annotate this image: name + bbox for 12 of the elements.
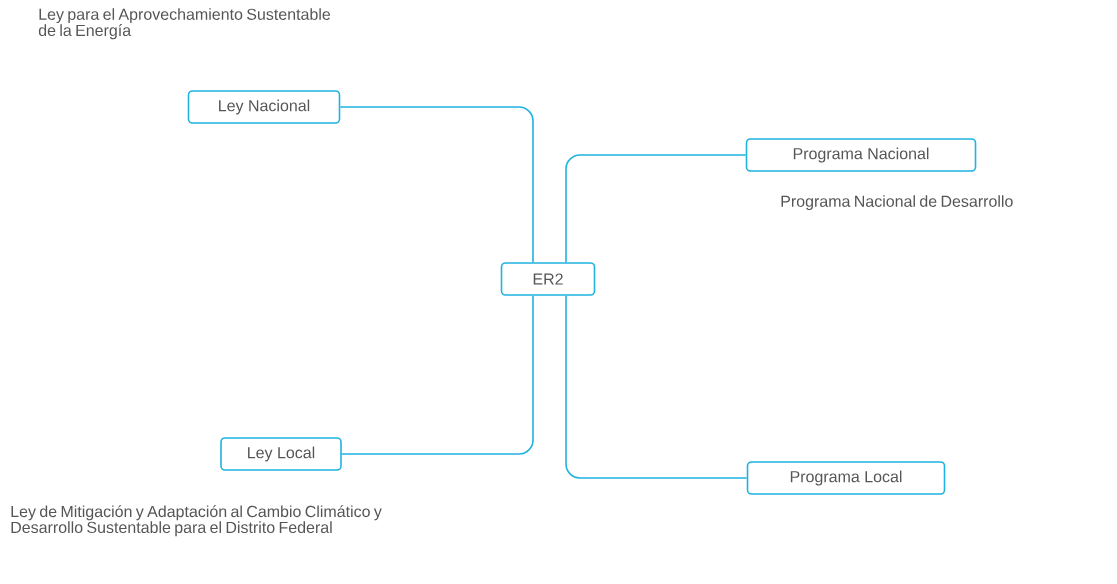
note-text: Ley para el Aprovechamiento Sustentable de la Energía <box>38 8 331 40</box>
connector-line <box>341 295 534 455</box>
note-text: Programa Nacional de Desarrollo <box>781 195 1013 211</box>
note-text: Ley de Mitigación y Adaptación al Cambio Climático y Desarrollo Sustentable para el Distrito Federal <box>11 505 382 537</box>
topic-box: Programa Nacional <box>745 138 977 172</box>
topic-box: Ley Nacional <box>187 90 341 124</box>
connector-line <box>339 106 534 263</box>
topic-box: ER2 <box>500 262 596 296</box>
topic-box: Programa Local <box>746 461 946 495</box>
connector-line <box>565 154 747 263</box>
topic-box: Ley Local <box>220 437 342 471</box>
connector-line <box>565 295 748 479</box>
